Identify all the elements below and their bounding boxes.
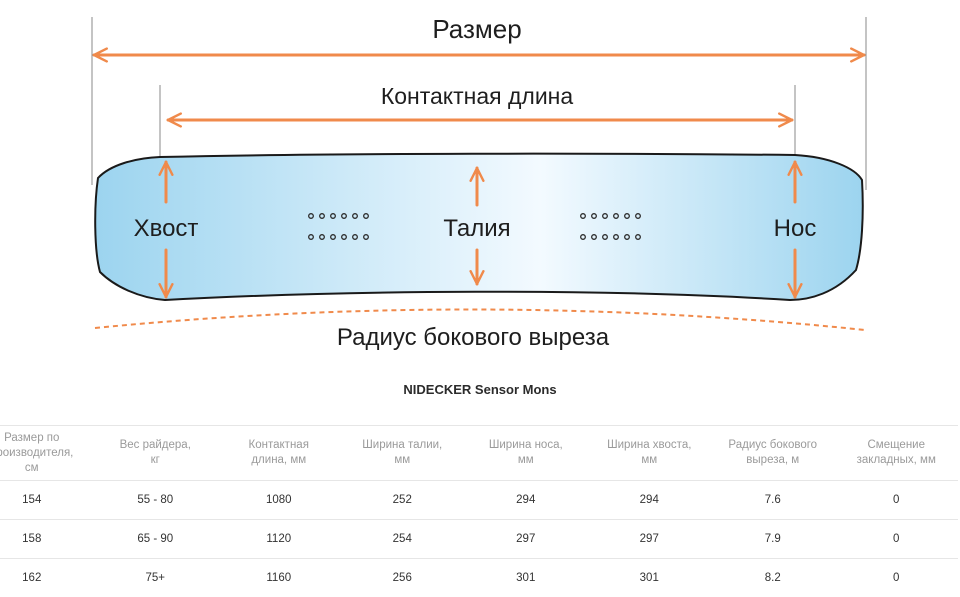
table-header-row: Размер по производителя, см Вес райдера,… xyxy=(0,426,958,481)
table-cell: 75+ xyxy=(94,559,218,597)
table-cell: 254 xyxy=(341,520,465,559)
table-cell: 1160 xyxy=(217,559,341,597)
table-row: 158 65 - 90 1120 254 297 297 7.9 0 xyxy=(0,520,958,559)
table-cell: 0 xyxy=(835,520,959,559)
contact-length-label: Контактная длина xyxy=(381,83,574,109)
table-cell: 154 xyxy=(0,481,94,520)
table-cell: 301 xyxy=(464,559,588,597)
table-cell: 8.2 xyxy=(711,559,835,597)
header-nose-width: Ширина носа, мм xyxy=(464,426,588,481)
table-cell: 55 - 80 xyxy=(94,481,218,520)
table-cell: 65 - 90 xyxy=(94,520,218,559)
table-cell: 297 xyxy=(588,520,712,559)
table-cell: 162 xyxy=(0,559,94,597)
header-size: Размер по производителя, см xyxy=(0,426,94,481)
table-row: 162 75+ 1160 256 301 301 8.2 0 xyxy=(0,559,958,597)
header-contact-length: Контактная длина, мм xyxy=(217,426,341,481)
sidecut-radius-label: Радиус бокового выреза xyxy=(337,324,610,351)
table-cell: 7.6 xyxy=(711,481,835,520)
header-sidecut-radius: Радиус бокового выреза, м xyxy=(711,426,835,481)
table-cell: 158 xyxy=(0,520,94,559)
header-setback: Смещение закладных, мм xyxy=(835,426,959,481)
header-tail-width: Ширина хвоста, мм xyxy=(588,426,712,481)
table-cell: 297 xyxy=(464,520,588,559)
header-rider-weight: Вес райдера, кг xyxy=(94,426,218,481)
table-row: 154 55 - 80 1080 252 294 294 7.6 0 xyxy=(0,481,958,520)
spec-table: Размер по производителя, см Вес райдера,… xyxy=(0,425,958,597)
table-cell: 1080 xyxy=(217,481,341,520)
table-cell: 0 xyxy=(835,559,959,597)
table-cell: 294 xyxy=(464,481,588,520)
table-title: NIDECKER Sensor Mons xyxy=(0,382,960,397)
tail-label: Хвост xyxy=(134,215,199,242)
nose-label: Нос xyxy=(774,215,817,242)
table-cell: 7.9 xyxy=(711,520,835,559)
header-waist-width: Ширина талии, мм xyxy=(341,426,465,481)
table-cell: 0 xyxy=(835,481,959,520)
snowboard-diagram: Размер Контактная длина Хвост Талия Нос … xyxy=(0,0,960,360)
table-cell: 1120 xyxy=(217,520,341,559)
table-cell: 252 xyxy=(341,481,465,520)
table-cell: 294 xyxy=(588,481,712,520)
size-label: Размер xyxy=(432,14,521,44)
table-cell: 256 xyxy=(341,559,465,597)
waist-label: Талия xyxy=(443,215,510,242)
table-cell: 301 xyxy=(588,559,712,597)
